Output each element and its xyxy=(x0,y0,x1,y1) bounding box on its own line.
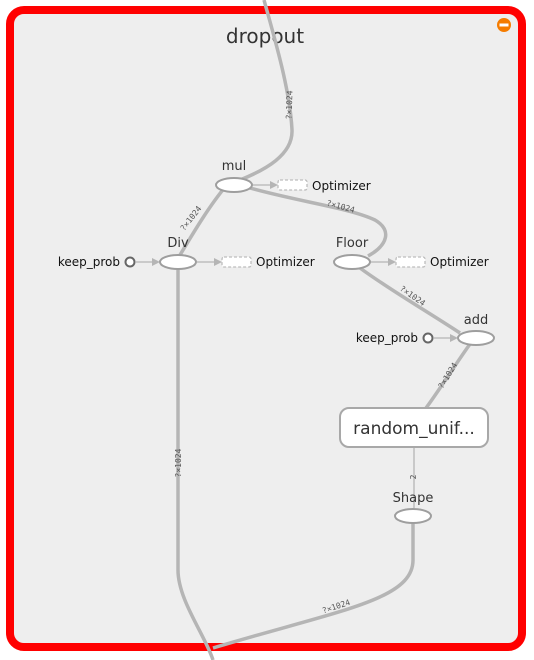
node-label: random_unif... xyxy=(353,419,475,439)
node-optimizer-floor[interactable]: Optimizer xyxy=(395,255,489,269)
edge-floor-to-add xyxy=(358,266,461,335)
node-label: Shape xyxy=(393,491,434,506)
node-label: Div xyxy=(167,236,189,251)
node-keep-prob-div[interactable]: keep_prob xyxy=(58,255,136,269)
node-label: Optimizer xyxy=(256,255,315,269)
collapse-icon[interactable] xyxy=(497,18,511,32)
node-label: keep_prob xyxy=(356,331,418,345)
node-label: mul xyxy=(222,159,247,174)
edge-input-to-mul xyxy=(239,0,294,182)
edge-div-to-mul xyxy=(178,184,228,256)
node-optimizer-div[interactable]: Optimizer xyxy=(221,255,315,269)
node-floor[interactable]: Floor xyxy=(333,236,371,270)
dropout-group-frame[interactable] xyxy=(6,6,526,651)
node-add[interactable]: add xyxy=(457,313,495,346)
edge-label: ?×1024 xyxy=(174,448,183,477)
node-shape[interactable]: Shape xyxy=(393,491,434,524)
node-label: add xyxy=(464,313,488,328)
node-keep-prob-add[interactable]: keep_prob xyxy=(356,331,434,345)
node-label: Floor xyxy=(336,236,369,251)
edge-shape-to-bottom xyxy=(212,523,415,650)
node-label: Optimizer xyxy=(312,179,371,193)
node-random-uniform[interactable]: random_unif... xyxy=(339,407,489,448)
edge-div-to-bottom xyxy=(176,268,215,660)
node-label: keep_prob xyxy=(58,255,120,269)
edge-label: ?×1024 xyxy=(284,90,294,119)
edge-add-to-random xyxy=(424,342,472,410)
node-optimizer-mul[interactable]: Optimizer xyxy=(277,179,371,193)
node-div[interactable]: Div xyxy=(159,236,197,270)
node-label: Optimizer xyxy=(430,255,489,269)
edge-label: 2 xyxy=(409,474,418,479)
node-mul[interactable]: mul xyxy=(215,159,253,193)
edge-mul-to-floor xyxy=(249,186,388,258)
group-title: dropout xyxy=(226,24,304,48)
